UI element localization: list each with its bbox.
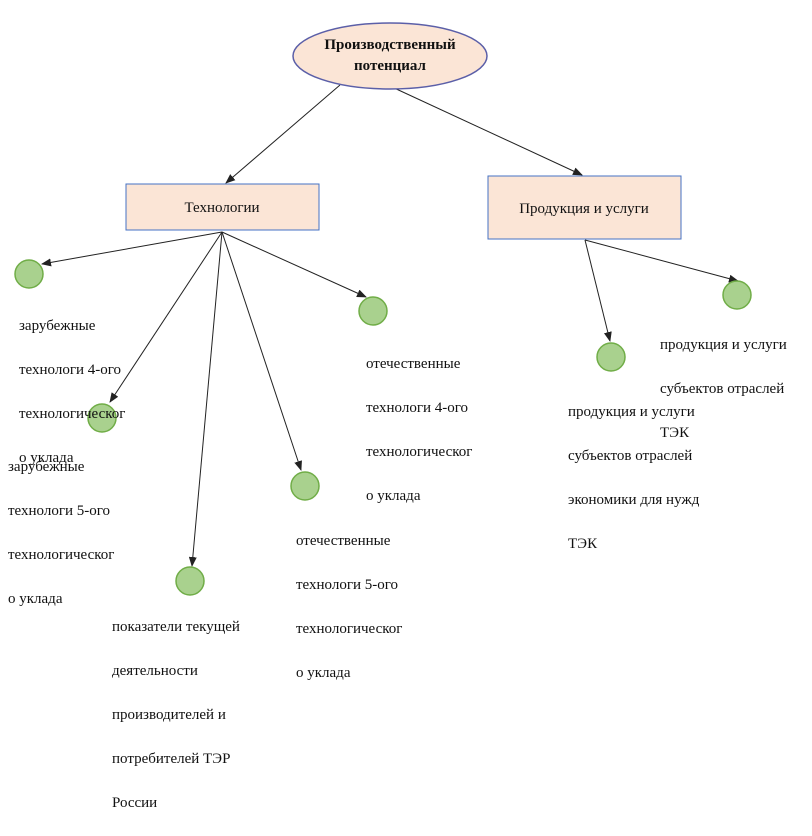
label-products-tek: продукция и услуги субъектов отраслей ТЭ… xyxy=(660,312,787,466)
arrow-technologies-to-domestic-4 xyxy=(221,231,367,298)
label-line: технологическог xyxy=(19,406,126,422)
label-domestic-4: отечественные технологи 4-ого технологич… xyxy=(366,331,472,529)
label-domestic-5: отечественные технологи 5-ого технологич… xyxy=(296,508,402,706)
diagram-canvas: Производственный потенциал Технологии Пр… xyxy=(14,22,752,596)
leaf-node-domestic-5 xyxy=(290,471,320,501)
arrow-technologies-to-foreign-5 xyxy=(109,231,223,403)
arrow-products-to-economy xyxy=(584,239,612,342)
label-line: о уклада xyxy=(366,488,421,504)
label-products-economy: продукция и услуги субъектов отраслей эк… xyxy=(568,379,699,577)
leaf-nodes xyxy=(14,259,752,596)
label-line: показатели текущей xyxy=(112,619,240,635)
arrow-technologies-to-indicators xyxy=(188,231,223,567)
leaf-node-foreign-4 xyxy=(14,259,44,289)
label-line: технологическог xyxy=(366,444,473,460)
label-line: субъектов отраслей xyxy=(660,381,785,397)
label-line: производителей и xyxy=(112,707,226,723)
label-line: ТЭК xyxy=(660,425,690,441)
label-line: продукция и услуги xyxy=(568,404,695,420)
leaf-node-indicators xyxy=(175,566,205,596)
arrow-root-to-technologies xyxy=(225,84,341,184)
label-line: технологи 5-ого xyxy=(296,577,399,593)
label-line: зарубежные xyxy=(19,318,96,334)
arrow-root-to-products xyxy=(391,86,583,176)
arrow-technologies-to-foreign-4 xyxy=(41,231,223,267)
label-line: ТЭК xyxy=(568,536,598,552)
root-node: Производственный потенциал xyxy=(292,22,488,90)
label-line: технологи 5-ого xyxy=(8,503,111,519)
label-line: отечественные xyxy=(366,356,461,372)
label-line: России xyxy=(112,795,158,811)
label-line: экономики для нужд xyxy=(568,492,700,508)
label-indicators: показатели текущей деятельности производ… xyxy=(112,594,240,836)
label-line: о уклада xyxy=(19,450,74,466)
arrow-products-to-tek xyxy=(584,239,739,283)
label-line: о уклада xyxy=(296,665,351,681)
label-line: продукция и услуги xyxy=(660,337,787,353)
label-line: зарубежные xyxy=(8,459,85,475)
root-ellipse xyxy=(292,22,488,90)
arrow-technologies-to-domestic-5 xyxy=(221,231,302,471)
label-line: отечественные xyxy=(296,533,391,549)
root-title-line1: Производственный xyxy=(324,37,456,53)
label-line: технологическог xyxy=(296,621,403,637)
root-title-line2: потенциал xyxy=(354,58,427,74)
products-node: Продукция и услуги xyxy=(487,175,682,240)
label-line: технологи 4-ого xyxy=(19,362,122,378)
technologies-node: Технологии xyxy=(125,183,320,231)
label-line: субъектов отраслей xyxy=(568,448,693,464)
leaf-node-domestic-4 xyxy=(358,296,388,326)
label-line: потребителей ТЭР xyxy=(112,751,231,767)
products-box xyxy=(487,175,682,240)
connectors xyxy=(41,84,739,567)
label-line: о уклада xyxy=(8,591,63,607)
products-label: Продукция и услуги xyxy=(519,201,649,217)
label-foreign-5: зарубежные технологи 5-ого технологическ… xyxy=(8,434,114,632)
label-foreign-4: зарубежные технологи 4-ого технологическ… xyxy=(19,293,125,491)
leaf-node-products-tek xyxy=(722,280,752,310)
label-line: технологическог xyxy=(8,547,115,563)
leaf-node-products-economy xyxy=(596,342,626,372)
technologies-label: Технологии xyxy=(184,200,259,216)
technologies-box xyxy=(125,183,320,231)
label-line: технологи 4-ого xyxy=(366,400,469,416)
leaf-node-foreign-5 xyxy=(87,403,117,433)
label-line: деятельности xyxy=(112,663,198,679)
